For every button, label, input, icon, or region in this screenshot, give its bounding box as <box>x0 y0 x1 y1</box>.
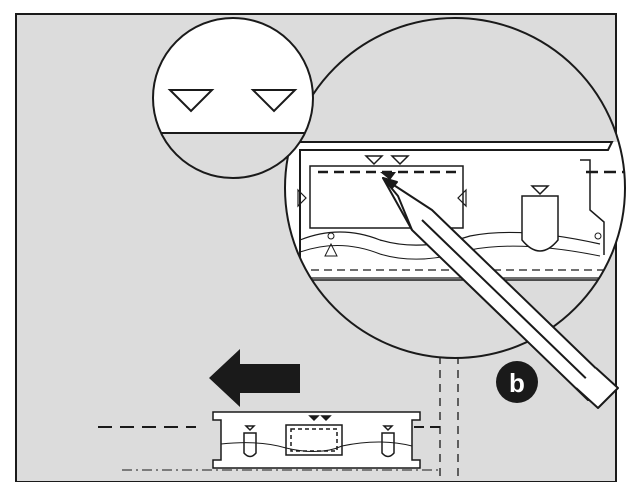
step-label: b <box>509 368 525 398</box>
direction-arrow-left <box>209 349 300 407</box>
zoom-detail-circle <box>152 17 314 179</box>
mounting-bracket <box>212 411 421 469</box>
pencil-icon <box>382 177 619 409</box>
step-badge: b <box>496 361 538 403</box>
